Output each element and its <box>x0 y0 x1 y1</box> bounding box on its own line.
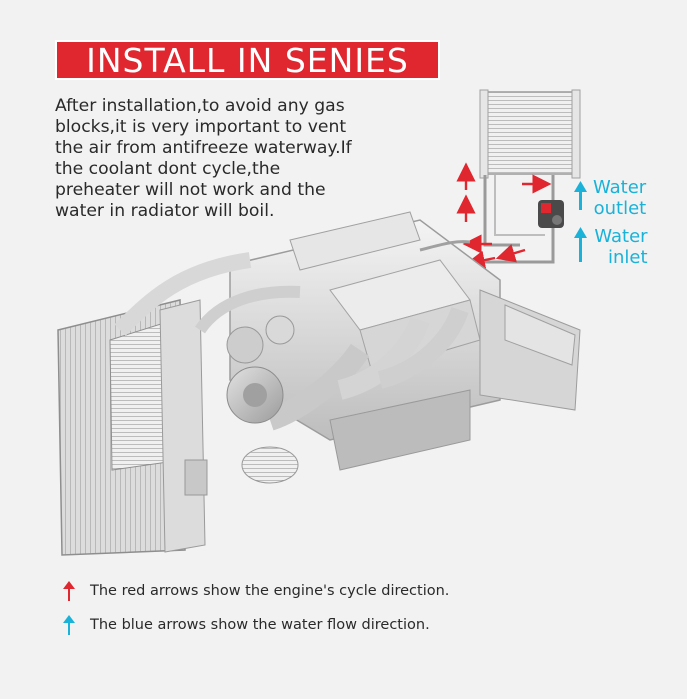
engine-block <box>114 211 581 484</box>
red-cycle-arrows <box>456 162 552 270</box>
legend-red: The red arrows show the engine's cycle d… <box>62 581 449 601</box>
legend-blue: The blue arrows show the water flow dire… <box>62 615 430 635</box>
legend-red-text: The red arrows show the engine's cycle d… <box>90 583 450 599</box>
title-banner: INSTALL IN SENIES <box>55 40 440 80</box>
water-outlet-line2: outlet <box>593 198 647 219</box>
water-inlet-line2: inlet <box>608 247 648 268</box>
blue-flow-arrows <box>574 181 587 262</box>
description-line: After installation,to avoid any gas <box>55 96 345 116</box>
front-radiator <box>57 299 208 556</box>
water-inlet-label: Water inlet <box>594 226 648 268</box>
description-line: preheater will not work and the <box>55 180 326 200</box>
title-text: INSTALL IN SENIES <box>86 40 409 80</box>
water-outlet-line1: Water <box>593 177 647 198</box>
blue-arrow-icon <box>63 615 75 635</box>
description-line: blocks,it is very important to vent <box>55 117 347 137</box>
description-line: the air from antifreeze waterway.If <box>55 138 352 158</box>
water-outlet-label: Water outlet <box>593 177 646 219</box>
red-arrow-icon <box>63 581 75 601</box>
heater-radiator <box>460 89 581 264</box>
legend-blue-text: The blue arrows show the water flow dire… <box>90 617 430 633</box>
description-line: the coolant dont cycle,the <box>55 159 281 179</box>
water-inlet-line1: Water <box>594 226 648 247</box>
preheater-pump <box>538 200 564 228</box>
description-text: After installation,to avoid any gas bloc… <box>55 96 415 222</box>
description-line: water in radiator will boil. <box>55 201 275 221</box>
